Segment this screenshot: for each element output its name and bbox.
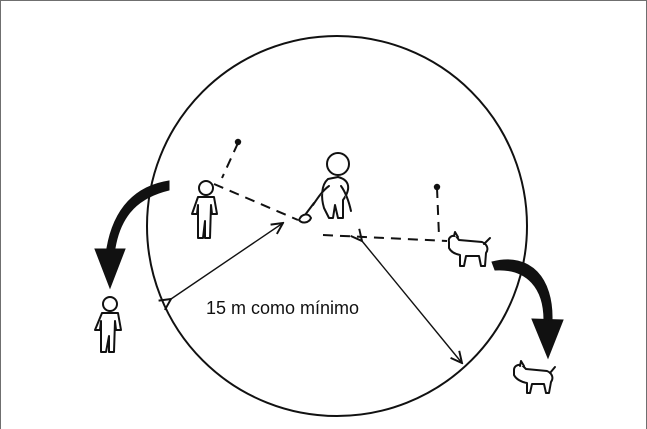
person-with-trimmer-icon [298,152,352,224]
curved-arrow-right-icon [491,259,564,360]
distance-arrow-left [171,223,283,299]
debris-dot-left [234,138,242,146]
curved-arrow-left-icon [94,180,170,290]
thrown-object-path-right [436,187,440,237]
safety-circle [146,35,528,417]
distance-label: 15 m como mínimo [206,298,360,318]
distance-arrow-right [362,241,462,363]
person-icon-inside [191,180,218,239]
throw-line-to-dog [322,234,448,242]
dog-icon-outside [513,360,556,394]
thrown-object-path-left [221,142,239,179]
dog-icon-inside [447,231,491,267]
throw-line-to-worker [213,183,299,221]
debris-dot-right [433,183,441,191]
person-icon-outside [94,296,122,353]
